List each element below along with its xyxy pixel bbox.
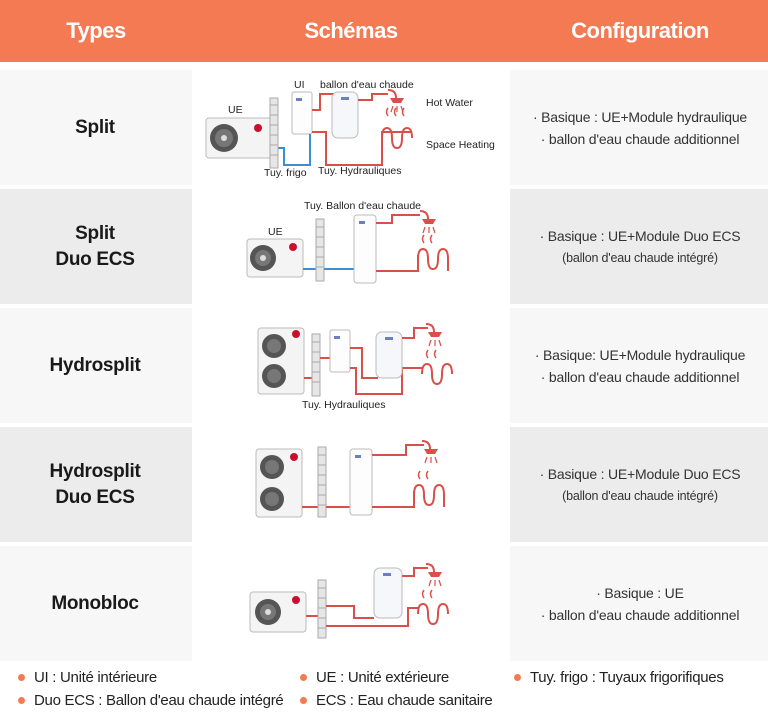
water-pipe bbox=[376, 214, 420, 224]
type-name: Hydrosplit Duo ECS bbox=[49, 460, 141, 508]
header-schemas: Schémas bbox=[304, 18, 398, 43]
water-tank-icon bbox=[373, 567, 403, 619]
table-row-monobloc: Monobloc bbox=[0, 546, 768, 661]
legend-item: ECS : Eau chaude sanitaire bbox=[300, 692, 493, 709]
outdoor-unit-icon bbox=[249, 591, 307, 633]
legend-item: UI : Unité intérieure bbox=[18, 669, 157, 686]
legend-item: UE : Unité extérieure bbox=[300, 669, 449, 686]
type-name: Hydrosplit bbox=[49, 354, 141, 376]
flexible-pipe-icon bbox=[315, 218, 325, 282]
flexible-pipe-icon bbox=[311, 333, 321, 397]
space-heating-icon bbox=[381, 107, 413, 150]
split-duo-ecs-schema-diagram: UE Tuy. Ballon d'eau chaude bbox=[246, 200, 449, 284]
indoor-unit-icon bbox=[329, 329, 351, 373]
schema-cell: UE Tuy. Ballon d'eau chaude bbox=[192, 189, 510, 304]
space-heating-icon bbox=[421, 349, 453, 386]
schema-cell bbox=[192, 546, 510, 661]
bullet-dot-icon bbox=[514, 674, 521, 681]
shower-icon bbox=[425, 323, 442, 347]
config-line: (ballon d'eau chaude intégré) bbox=[562, 250, 718, 265]
config-line: · Basique : UE+Module hydraulique bbox=[532, 108, 748, 125]
type-name: Split Duo ECS bbox=[55, 222, 135, 270]
flexible-pipe-icon bbox=[317, 446, 327, 518]
table-header: Types Schémas Configuration bbox=[0, 0, 768, 62]
label-hydrau: Tuy. Hydrauliques bbox=[318, 165, 401, 177]
flexible-pipe-icon bbox=[269, 97, 279, 169]
outdoor-unit-icon bbox=[246, 238, 304, 278]
config-line: · Basique : UE bbox=[596, 584, 684, 601]
header-types: Types bbox=[66, 18, 126, 43]
label-ui: UI bbox=[294, 79, 305, 91]
schema-cell: Tuy. Hydrauliques bbox=[192, 308, 510, 423]
shower-icon bbox=[421, 440, 438, 464]
legend-text: UE : Unité extérieure bbox=[316, 669, 449, 686]
config-line: · Basique: UE+Module hydraulique bbox=[534, 346, 746, 363]
label-hot-water: Hot Water bbox=[426, 97, 473, 109]
config-line: · ballon d'eau chaude additionnel bbox=[540, 606, 740, 623]
space-heating-icon bbox=[417, 234, 449, 271]
label-frigo: Tuy. frigo bbox=[264, 167, 307, 179]
legend-text: ECS : Eau chaude sanitaire bbox=[316, 692, 493, 709]
bullet-dot-icon bbox=[18, 674, 25, 681]
bullet-dot-icon bbox=[300, 697, 307, 704]
hydrosplit-schema-diagram: Tuy. Hydrauliques bbox=[257, 323, 453, 411]
type-cell: Split Duo ECS bbox=[0, 189, 190, 304]
shower-icon bbox=[425, 563, 442, 587]
type-cell: Monobloc bbox=[0, 546, 190, 661]
legend-text: Tuy. frigo : Tuyaux frigorifiques bbox=[530, 669, 724, 686]
config-line: (ballon d'eau chaude intégré) bbox=[562, 488, 718, 503]
legend-item: Tuy. frigo : Tuyaux frigorifiques bbox=[514, 669, 724, 686]
schema-cell: UE UI ballon d'eau chaude Hot Water Spac… bbox=[192, 70, 510, 185]
hydrosplit-duo-ecs-schema-diagram bbox=[255, 440, 445, 518]
type-name: Monobloc bbox=[51, 592, 139, 614]
integrated-tank-unit-icon bbox=[353, 214, 377, 284]
label-hydrau: Tuy. Hydrauliques bbox=[302, 399, 385, 411]
legend: UI : Unité intérieure UE : Unité extérie… bbox=[0, 662, 768, 724]
type-name: Split bbox=[75, 116, 115, 138]
indoor-unit-icon bbox=[291, 91, 313, 135]
config-line: · Basique : UE+Module Duo ECS bbox=[539, 227, 741, 244]
flexible-pipe-icon bbox=[317, 579, 327, 639]
bullet-dot-icon bbox=[18, 697, 25, 704]
space-heating-icon bbox=[417, 589, 449, 626]
legend-item: Duo ECS : Ballon d'eau chaude intégré bbox=[18, 692, 284, 709]
water-tank-icon bbox=[331, 91, 359, 139]
split-schema-diagram: UE UI ballon d'eau chaude Hot Water Spac… bbox=[205, 79, 495, 179]
config-cell: · Basique : UE+Module hydraulique · ball… bbox=[512, 70, 768, 185]
config-cell: · Basique : UE · ballon d'eau chaude add… bbox=[512, 546, 768, 661]
outdoor-unit-icon bbox=[205, 117, 273, 159]
water-pipe bbox=[312, 131, 412, 166]
legend-text: UI : Unité intérieure bbox=[34, 669, 157, 686]
header-configuration: Configuration bbox=[571, 18, 709, 43]
label-space-heating: Space Heating bbox=[426, 139, 495, 151]
table-row-split: Split bbox=[0, 70, 768, 185]
bullet-dot-icon bbox=[300, 674, 307, 681]
outdoor-unit-icon bbox=[255, 448, 303, 518]
config-cell: · Basique : UE+Module Duo ECS (ballon d'… bbox=[512, 427, 768, 542]
legend-text: Duo ECS : Ballon d'eau chaude intégré bbox=[34, 692, 284, 709]
config-line: · ballon d'eau chaude additionnel bbox=[540, 130, 740, 147]
label-ue: UE bbox=[228, 104, 243, 116]
config-cell: · Basique : UE+Module Duo ECS (ballon d'… bbox=[512, 189, 768, 304]
type-cell: Hydrosplit bbox=[0, 308, 190, 423]
schema-cell bbox=[192, 427, 510, 542]
monobloc-schema-diagram bbox=[249, 563, 449, 639]
outdoor-unit-icon bbox=[257, 327, 305, 395]
table-row-hydrosplit-duo-ecs: Hydrosplit Duo ECS bbox=[0, 427, 768, 542]
space-heating-icon bbox=[413, 470, 445, 507]
table-row-hydrosplit: Hydrosplit bbox=[0, 308, 768, 423]
label-tank-pipe: Tuy. Ballon d'eau chaude bbox=[304, 200, 421, 212]
water-tank-icon bbox=[375, 331, 403, 379]
config-line: · ballon d'eau chaude additionnel bbox=[540, 368, 740, 385]
integrated-tank-unit-icon bbox=[349, 448, 373, 516]
config-cell: · Basique: UE+Module hydraulique · ballo… bbox=[512, 308, 768, 423]
type-cell: Split bbox=[0, 70, 190, 185]
config-line: · Basique : UE+Module Duo ECS bbox=[539, 465, 741, 482]
type-cell: Hydrosplit Duo ECS bbox=[0, 427, 190, 542]
label-tank: ballon d'eau chaude bbox=[320, 79, 414, 91]
table-row-split-duo-ecs: Split Duo ECS bbox=[0, 189, 768, 304]
label-ue: UE bbox=[268, 226, 283, 238]
shower-icon bbox=[419, 210, 436, 234]
